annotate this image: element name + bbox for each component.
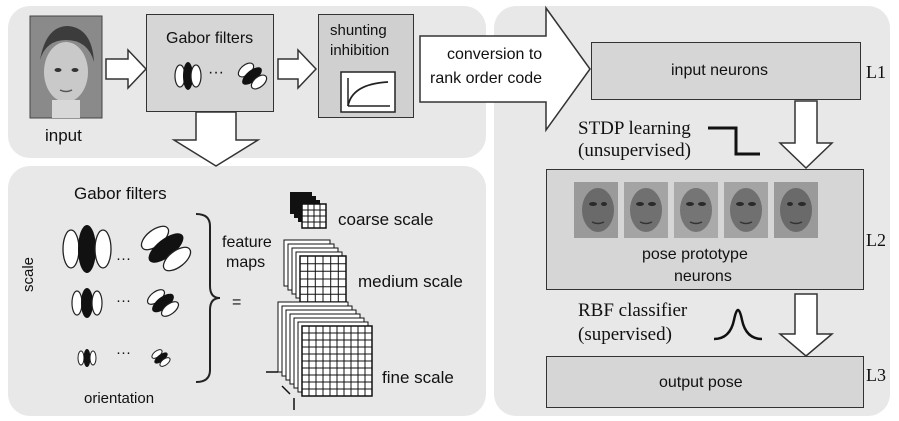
conversion-line1: conversion to xyxy=(447,46,543,63)
equals-sign: = xyxy=(232,294,242,311)
scale-axis-label: scale xyxy=(20,256,37,292)
input-neurons-box xyxy=(591,42,861,100)
feature-maps-line2: maps xyxy=(226,254,266,271)
input-neurons-label: input neurons xyxy=(671,62,768,79)
rbf-line1: RBF classifier xyxy=(578,300,688,321)
output-pose-label: output pose xyxy=(659,374,743,391)
gabor-ellipsis: ··· xyxy=(208,64,224,81)
stdp-line2: (unsupervised) xyxy=(578,140,691,161)
gabor-filters-box xyxy=(146,14,274,112)
detail-ellipsis-row1: ··· xyxy=(116,250,131,267)
feature-maps-line1: feature xyxy=(222,234,272,251)
arrow-l2-to-l3 xyxy=(777,293,835,357)
arrow-l1-to-l2 xyxy=(778,100,834,170)
arrow-gabor-to-detail xyxy=(171,111,261,167)
stdp-line1: STDP learning xyxy=(578,118,691,139)
fine-scale-stack xyxy=(266,301,373,410)
layer-label-l2: L2 xyxy=(866,230,886,250)
face-photo xyxy=(29,15,103,119)
conversion-arrow xyxy=(419,5,591,133)
fine-scale-label: fine scale xyxy=(382,368,454,387)
medium-scale-label: medium scale xyxy=(358,272,463,291)
shunting-inhibition-box xyxy=(318,14,414,118)
output-pose-box xyxy=(546,356,864,408)
arrow-input-to-gabor xyxy=(105,48,148,90)
gabor-filters-title: Gabor filters xyxy=(166,30,254,47)
detail-title: Gabor filters xyxy=(74,184,167,203)
coarse-scale-stack xyxy=(290,192,327,229)
input-label: input xyxy=(45,126,82,145)
arrow-gabor-to-shunting xyxy=(277,48,318,90)
pose-prototype-line2: neurons xyxy=(674,268,732,285)
curly-brace xyxy=(195,213,221,383)
detail-gabor-filters xyxy=(62,225,192,367)
detail-ellipsis-row3: ··· xyxy=(116,344,131,361)
layer-label-l1: L1 xyxy=(866,62,886,82)
pose-prototype-line1: pose prototype xyxy=(642,246,748,263)
rbf-line2: (supervised) xyxy=(578,324,672,345)
shunting-line2: inhibition xyxy=(330,42,390,59)
medium-scale-stack xyxy=(283,239,347,303)
stdp-step-icon xyxy=(708,126,760,156)
conversion-line2: rank order code xyxy=(430,70,543,87)
coarse-scale-label: coarse scale xyxy=(338,210,434,229)
orientation-axis-label: orientation xyxy=(84,390,155,407)
rbf-gaussian-icon xyxy=(713,308,763,341)
layer-label-l3: L3 xyxy=(866,365,886,385)
shunting-line1: shunting xyxy=(330,22,387,39)
detail-ellipsis-row2: ··· xyxy=(116,292,131,309)
